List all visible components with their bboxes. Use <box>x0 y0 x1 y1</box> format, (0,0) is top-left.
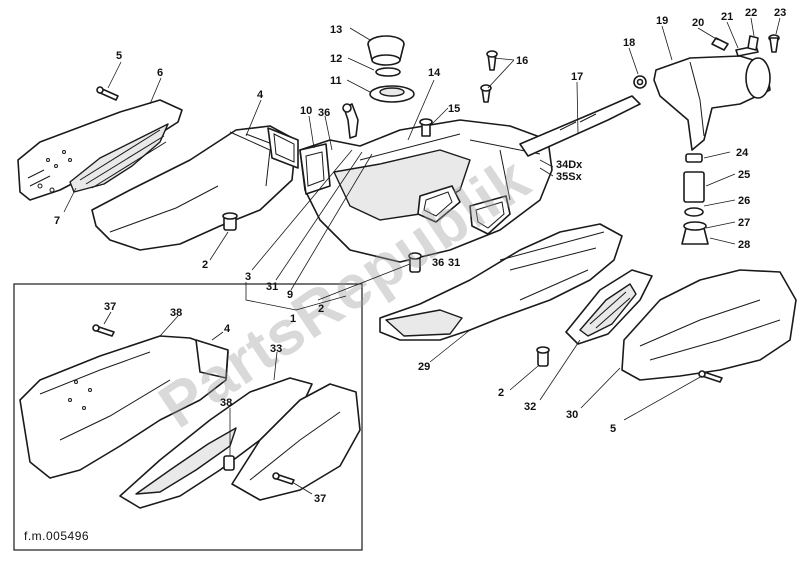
label-14: 14 <box>428 67 441 79</box>
inset-frame <box>13 283 363 551</box>
label-27: 27 <box>738 217 750 229</box>
sleeve-24-28 <box>681 153 709 245</box>
part-labels: 5 6 4 7 2 10 36 13 12 11 14 15 16 17 18 … <box>54 7 786 505</box>
label-2-left: 2 <box>202 259 208 271</box>
air-box-1-upper <box>299 119 553 263</box>
screw-5-right <box>698 370 723 383</box>
label-24: 24 <box>736 147 749 159</box>
pipe-17 <box>519 95 641 157</box>
label-16: 16 <box>516 55 528 67</box>
washer-18 <box>633 75 647 89</box>
tube-3 <box>342 103 359 139</box>
label-37-inset-bottom: 37 <box>314 493 326 505</box>
label-5-top: 5 <box>116 50 122 62</box>
leader-lines <box>63 17 781 495</box>
label-2-right: 2 <box>498 387 504 399</box>
label-20: 20 <box>692 17 704 29</box>
label-32: 31 <box>448 257 460 269</box>
flange-11 <box>369 85 415 103</box>
bolt-15 <box>419 118 433 137</box>
label-6: 6 <box>157 67 163 79</box>
fittings-20-23 <box>711 34 780 57</box>
air-filter-frame-6 <box>17 99 183 201</box>
inset-duct-4 <box>19 335 229 479</box>
inset-screw-37b <box>272 472 295 485</box>
screw-5-top <box>96 86 119 101</box>
air-box-1-lower <box>379 223 623 341</box>
inset-screw-37 <box>92 324 115 337</box>
label-1: 1 <box>290 313 296 325</box>
label-36-top: 36 <box>318 107 330 119</box>
spacer-2-left <box>222 212 238 231</box>
label-2-center: 2 <box>318 303 324 315</box>
label-5-right: 5 <box>610 423 616 435</box>
label-17: 17 <box>571 71 583 83</box>
ring-12 <box>375 67 401 77</box>
label-10: 10 <box>300 105 312 117</box>
filter-30 <box>565 269 653 345</box>
label-26: 26 <box>738 195 750 207</box>
label-7: 7 <box>54 215 60 227</box>
label-36-center: 36 <box>432 257 444 269</box>
label-31-main: 29 <box>418 361 430 373</box>
reference-code: f.m.005496 <box>24 529 89 543</box>
label-34dx: 34Dx <box>556 159 583 171</box>
label-21: 21 <box>721 11 733 23</box>
label-35sx: 35Sx <box>556 171 583 183</box>
label-33: 31 <box>266 281 278 293</box>
label-38-inset: 38 <box>220 397 232 409</box>
label-38-inset-top: 38 <box>170 307 182 319</box>
label-18: 18 <box>623 37 635 49</box>
inset-cover <box>231 383 361 501</box>
air-duct-4-main <box>91 125 299 251</box>
cap-13 <box>367 35 405 66</box>
label-19: 19 <box>656 15 668 27</box>
label-29: 30 <box>566 409 578 421</box>
label-28: 28 <box>738 239 750 251</box>
label-23: 23 <box>774 7 786 19</box>
spacers-2-center <box>408 252 550 367</box>
label-31-inset: 33 <box>270 343 282 355</box>
label-4-top: 4 <box>257 89 264 101</box>
label-37-inset-top: 37 <box>104 301 116 313</box>
label-25: 25 <box>738 169 750 181</box>
cover-29 <box>621 269 797 381</box>
inset-spacer-38 <box>223 455 235 471</box>
label-3: 3 <box>245 271 251 283</box>
label-11: 11 <box>330 75 342 87</box>
label-12: 12 <box>330 53 342 65</box>
intake-pipe-19 <box>653 55 771 151</box>
bolts-16 <box>480 50 498 103</box>
label-30: 32 <box>524 401 536 413</box>
label-22: 22 <box>745 7 757 19</box>
label-13: 13 <box>330 24 342 36</box>
label-15: 15 <box>448 103 460 115</box>
label-4-inset: 4 <box>224 323 231 335</box>
label-9: 9 <box>287 289 293 301</box>
